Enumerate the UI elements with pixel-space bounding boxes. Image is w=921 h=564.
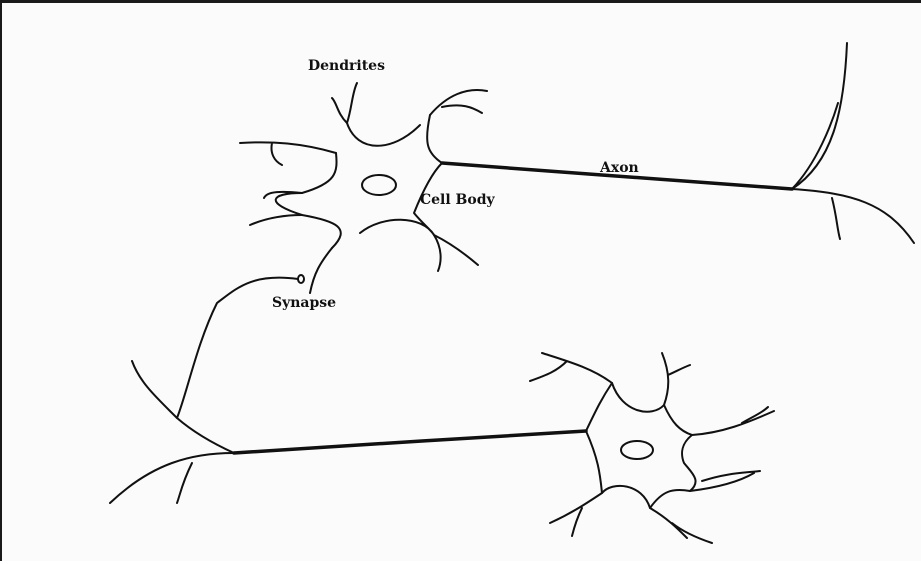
lower-dendrite-bottom — [550, 493, 712, 543]
upper-dendrite-top — [332, 83, 487, 123]
upper-nucleus — [362, 175, 396, 195]
upper-cell-body — [276, 115, 442, 248]
neuron-drawing — [2, 3, 921, 564]
lower-axon-terminal — [110, 453, 234, 503]
lower-axon — [234, 431, 586, 453]
connector-dendrite — [132, 361, 234, 453]
lower-nucleus — [621, 441, 653, 459]
lower-cell-body — [586, 383, 696, 508]
lower-dendrite-top — [530, 353, 690, 405]
upper-axon-terminal — [792, 43, 914, 243]
upper-axon-to-synapse — [310, 248, 332, 293]
upper-dendrite-bottom — [434, 235, 478, 271]
lower-dendrite-right — [690, 407, 774, 491]
label-synapse: Synapse — [272, 296, 336, 310]
label-axon: Axon — [600, 161, 639, 175]
upper-neuron — [240, 43, 914, 293]
lower-neuron — [110, 353, 774, 543]
label-dendrites: Dendrites — [308, 59, 385, 73]
upper-dendrite-left — [240, 142, 336, 225]
label-cell-body: Cell Body — [420, 193, 495, 207]
